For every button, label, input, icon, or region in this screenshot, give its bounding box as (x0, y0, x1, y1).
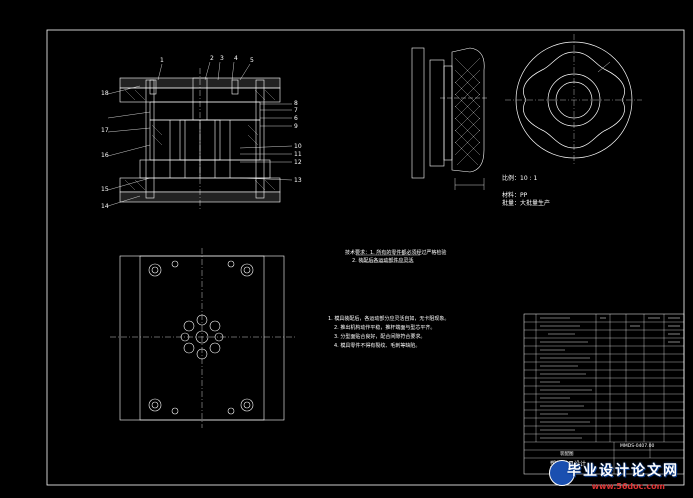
part-number-5: 5 (250, 57, 254, 64)
title-block-drawing-number: MMDS-0407.00 (620, 444, 655, 449)
center-note-line-2: 2. 装配后各运动部件应灵活 (352, 258, 414, 264)
center-note-line-1: 技术要求：1. 所有的零件都必须经过严格检验 (345, 250, 447, 256)
tech-req-1: 1. 模具装配后，各运动部分应灵活自如，无卡阻现象。 (328, 316, 450, 322)
part-front-view (505, 34, 642, 166)
part-number-2: 2 (210, 55, 214, 62)
scale-label: 比例：10 : 1 (502, 175, 538, 182)
part-number-6: 6 (294, 115, 298, 122)
tech-req-2: 2. 推出机构动作平稳，推杆端面与型芯平齐。 (334, 325, 436, 331)
part-number-4: 4 (234, 55, 238, 62)
part-number-13: 13 (294, 177, 302, 184)
part-number-10: 10 (294, 143, 302, 150)
part-number-14: 14 (101, 203, 109, 210)
site-watermark: 毕业设计论文网 www.56doc.com (537, 460, 687, 494)
part-section-view (411, 47, 488, 190)
assembly-section-view (119, 68, 281, 210)
watermark-title: 毕业设计论文网 (567, 463, 679, 479)
title-block-sub: 装配图 (560, 452, 574, 457)
part-number-1: 1 (160, 57, 164, 64)
part-number-18: 18 (101, 90, 109, 97)
mold-plan-view (110, 248, 296, 428)
leader-lines-left (107, 85, 151, 207)
part-number-8: 8 (294, 100, 298, 107)
part-number-9: 9 (294, 123, 298, 130)
title-block (523, 313, 685, 475)
tech-req-4: 4. 模具零件不得有裂纹、毛刺等缺陷。 (334, 343, 421, 349)
leader-lines-right (239, 103, 293, 181)
watermark-logo-icon (549, 460, 575, 486)
tech-req-3: 3. 分型面贴合良好，配合间隙符合要求。 (334, 334, 426, 340)
watermark-url: www.56doc.com (591, 482, 665, 491)
center-note-scribble (356, 254, 420, 263)
outer-frame (46, 29, 685, 486)
production-label: 批量：大批量生产 (502, 200, 551, 207)
part-number-16: 16 (101, 152, 109, 159)
leader-lines-top (157, 61, 251, 81)
part-number-17: 17 (101, 127, 109, 134)
part-number-11: 11 (294, 151, 302, 158)
part-number-12: 12 (294, 159, 302, 166)
part-number-3: 3 (220, 55, 224, 62)
part-number-15: 15 (101, 186, 109, 193)
material-label: 材料：PP (502, 192, 528, 199)
part-number-7: 7 (294, 107, 298, 114)
